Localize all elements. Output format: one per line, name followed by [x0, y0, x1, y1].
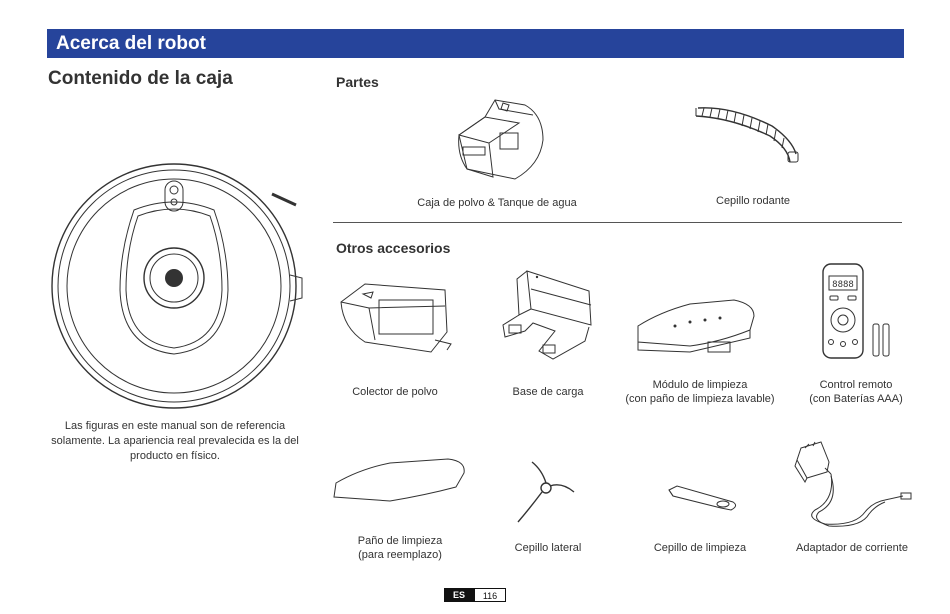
caption-power-adapter: Adaptador de corriente — [796, 542, 908, 554]
mopping-module-image — [637, 299, 755, 353]
caption-mop-cloth: Paño de limpieza (para reemplazo) — [357, 535, 443, 561]
page-number: 116 — [474, 588, 506, 602]
side-brush-image — [517, 461, 575, 523]
parts-title: Partes — [336, 74, 379, 90]
section-divider — [333, 222, 902, 223]
roller-brush-image — [695, 107, 799, 163]
robot-image — [51, 163, 303, 409]
charging-base-image — [502, 270, 592, 360]
caption-charging-base: Base de carga — [512, 386, 584, 398]
caption-dust-box: Caja de polvo & Tanque de agua — [417, 197, 577, 209]
remote-control-image: 8888 — [822, 263, 890, 359]
caption-remote-control: Control remoto (con Baterías AAA) — [809, 379, 903, 405]
reference-note: Las figuras en este manual son de refere… — [51, 420, 299, 462]
section-title: Contenido de la caja — [48, 68, 233, 89]
caption-dust-collector: Colector de polvo — [352, 386, 438, 398]
caption-side-brush: Cepillo lateral — [514, 542, 582, 554]
accessories-title: Otros accesorios — [336, 240, 451, 256]
caption-mopping-module: Módulo de limpieza (con paño de limpieza… — [625, 379, 775, 405]
header-title: Acerca del robot — [56, 33, 206, 54]
dust-box-image — [458, 99, 544, 180]
cleaning-brush-image — [668, 485, 737, 511]
page-language-tag: ES — [444, 588, 474, 602]
caption-roller-brush: Cepillo rodante — [716, 195, 790, 207]
header-banner: Acerca del robot — [47, 29, 904, 58]
caption-cleaning-brush: Cepillo de limpieza — [653, 542, 747, 554]
remote-display-text: 8888 — [832, 280, 854, 290]
power-adapter-image — [794, 441, 912, 527]
dust-collector-image — [340, 283, 452, 353]
mop-cloth-image — [333, 458, 465, 502]
